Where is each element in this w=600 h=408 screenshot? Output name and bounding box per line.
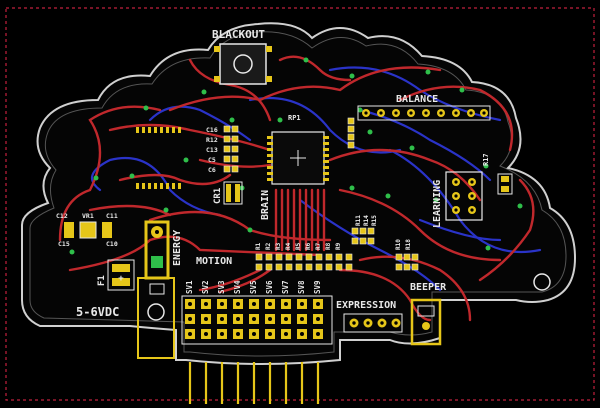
label-sv1: SV1 <box>185 280 194 294</box>
brain-label: BRAIN <box>260 190 271 220</box>
rp1-label: RP1 <box>288 114 301 122</box>
top-layer-traces <box>58 55 535 322</box>
r17-label: R17 <box>482 153 490 166</box>
label-c10: C10 <box>106 240 118 248</box>
cr1-crystal <box>223 181 243 205</box>
balance-label: BALANCE <box>396 94 438 105</box>
label-sv4: SV4 <box>233 280 242 294</box>
label-sv7: SV7 <box>281 280 290 294</box>
label-r5: R5 <box>295 242 302 250</box>
power-connector <box>137 277 175 359</box>
label-c12: C12 <box>56 212 68 220</box>
brain-microcontroller <box>136 127 329 189</box>
label-r3: R3 <box>275 242 282 250</box>
mount-hole-right <box>533 273 551 291</box>
label-r12: R12 <box>206 136 218 144</box>
board-inner-outline <box>29 31 567 357</box>
expression-header[interactable] <box>343 313 403 333</box>
label-r9: R9 <box>335 242 342 250</box>
label-vr1: VR1 <box>82 212 94 220</box>
label-sv9: SV9 <box>313 280 322 294</box>
label-c11: C11 <box>106 212 118 220</box>
learning-label: LEARNING <box>432 180 443 228</box>
label-r6: R6 <box>305 242 312 250</box>
learning-header[interactable] <box>445 171 483 221</box>
label-r18: R18 <box>405 239 412 250</box>
label-r7: R7 <box>315 242 322 250</box>
motion-resistor-labels: R1 R2 R3 R4 R5 R6 R7 R8 R9 R10 R11 R14 R… <box>255 215 412 250</box>
servo-headers[interactable] <box>181 295 333 345</box>
resistor-network-r1 <box>347 117 355 149</box>
voltage-regulator <box>64 221 112 239</box>
bottom-layer-traces <box>90 66 542 292</box>
label-r8: R8 <box>325 242 332 250</box>
motion-resistors <box>255 253 353 271</box>
label-r2: R2 <box>265 242 272 250</box>
vias <box>69 57 523 255</box>
label-sv2: SV2 <box>201 280 210 294</box>
label-c16: C16 <box>206 126 218 134</box>
power-polarity-icon: + <box>118 274 124 284</box>
blackout-button[interactable] <box>214 43 272 85</box>
voltage-label: 5-6VDC <box>76 305 119 319</box>
energy-label: ENERGY <box>172 230 183 266</box>
beeper-label: BEEPER <box>410 282 447 293</box>
label-r11: R11 <box>355 215 362 226</box>
f1-label: F1 <box>97 275 107 286</box>
label-c5: C5 <box>208 156 216 164</box>
balance-header[interactable] <box>357 105 491 121</box>
capacitor-column <box>223 125 239 173</box>
label-r4: R4 <box>285 242 292 250</box>
label-sv8: SV8 <box>297 280 306 294</box>
label-r14: R14 <box>363 215 370 226</box>
mid-resistors <box>351 227 419 271</box>
dimension-frame <box>5 7 595 401</box>
label-sv6: SV6 <box>265 280 274 294</box>
label-c6: C6 <box>208 166 216 174</box>
mount-hole-left <box>147 303 165 321</box>
blackout-label: BLACKOUT <box>212 28 265 41</box>
label-r10: R10 <box>395 239 402 250</box>
r17-resistor <box>497 173 513 195</box>
label-c13: C13 <box>206 146 218 154</box>
label-r1: R1 <box>255 242 262 250</box>
label-sv3: SV3 <box>217 280 226 294</box>
label-c15: C15 <box>58 240 70 248</box>
expression-label: EXPRESSION <box>336 300 396 311</box>
designator-labels: C16 R12 C13 C5 C6 C12 VR1 C11 C15 C10 <box>56 126 218 248</box>
label-sv5: SV5 <box>249 280 258 294</box>
label-r15: R15 <box>371 215 378 226</box>
f1-fuse: + <box>107 259 135 291</box>
header-pins-bottom <box>188 362 320 404</box>
cr1-label: CR1 <box>213 188 223 204</box>
servo-labels: SV1 SV2 SV3 SV4 SV5 SV6 SV7 SV8 SV9 <box>185 280 322 294</box>
beeper-connector[interactable] <box>410 298 442 346</box>
motion-label: MOTION <box>196 256 232 267</box>
